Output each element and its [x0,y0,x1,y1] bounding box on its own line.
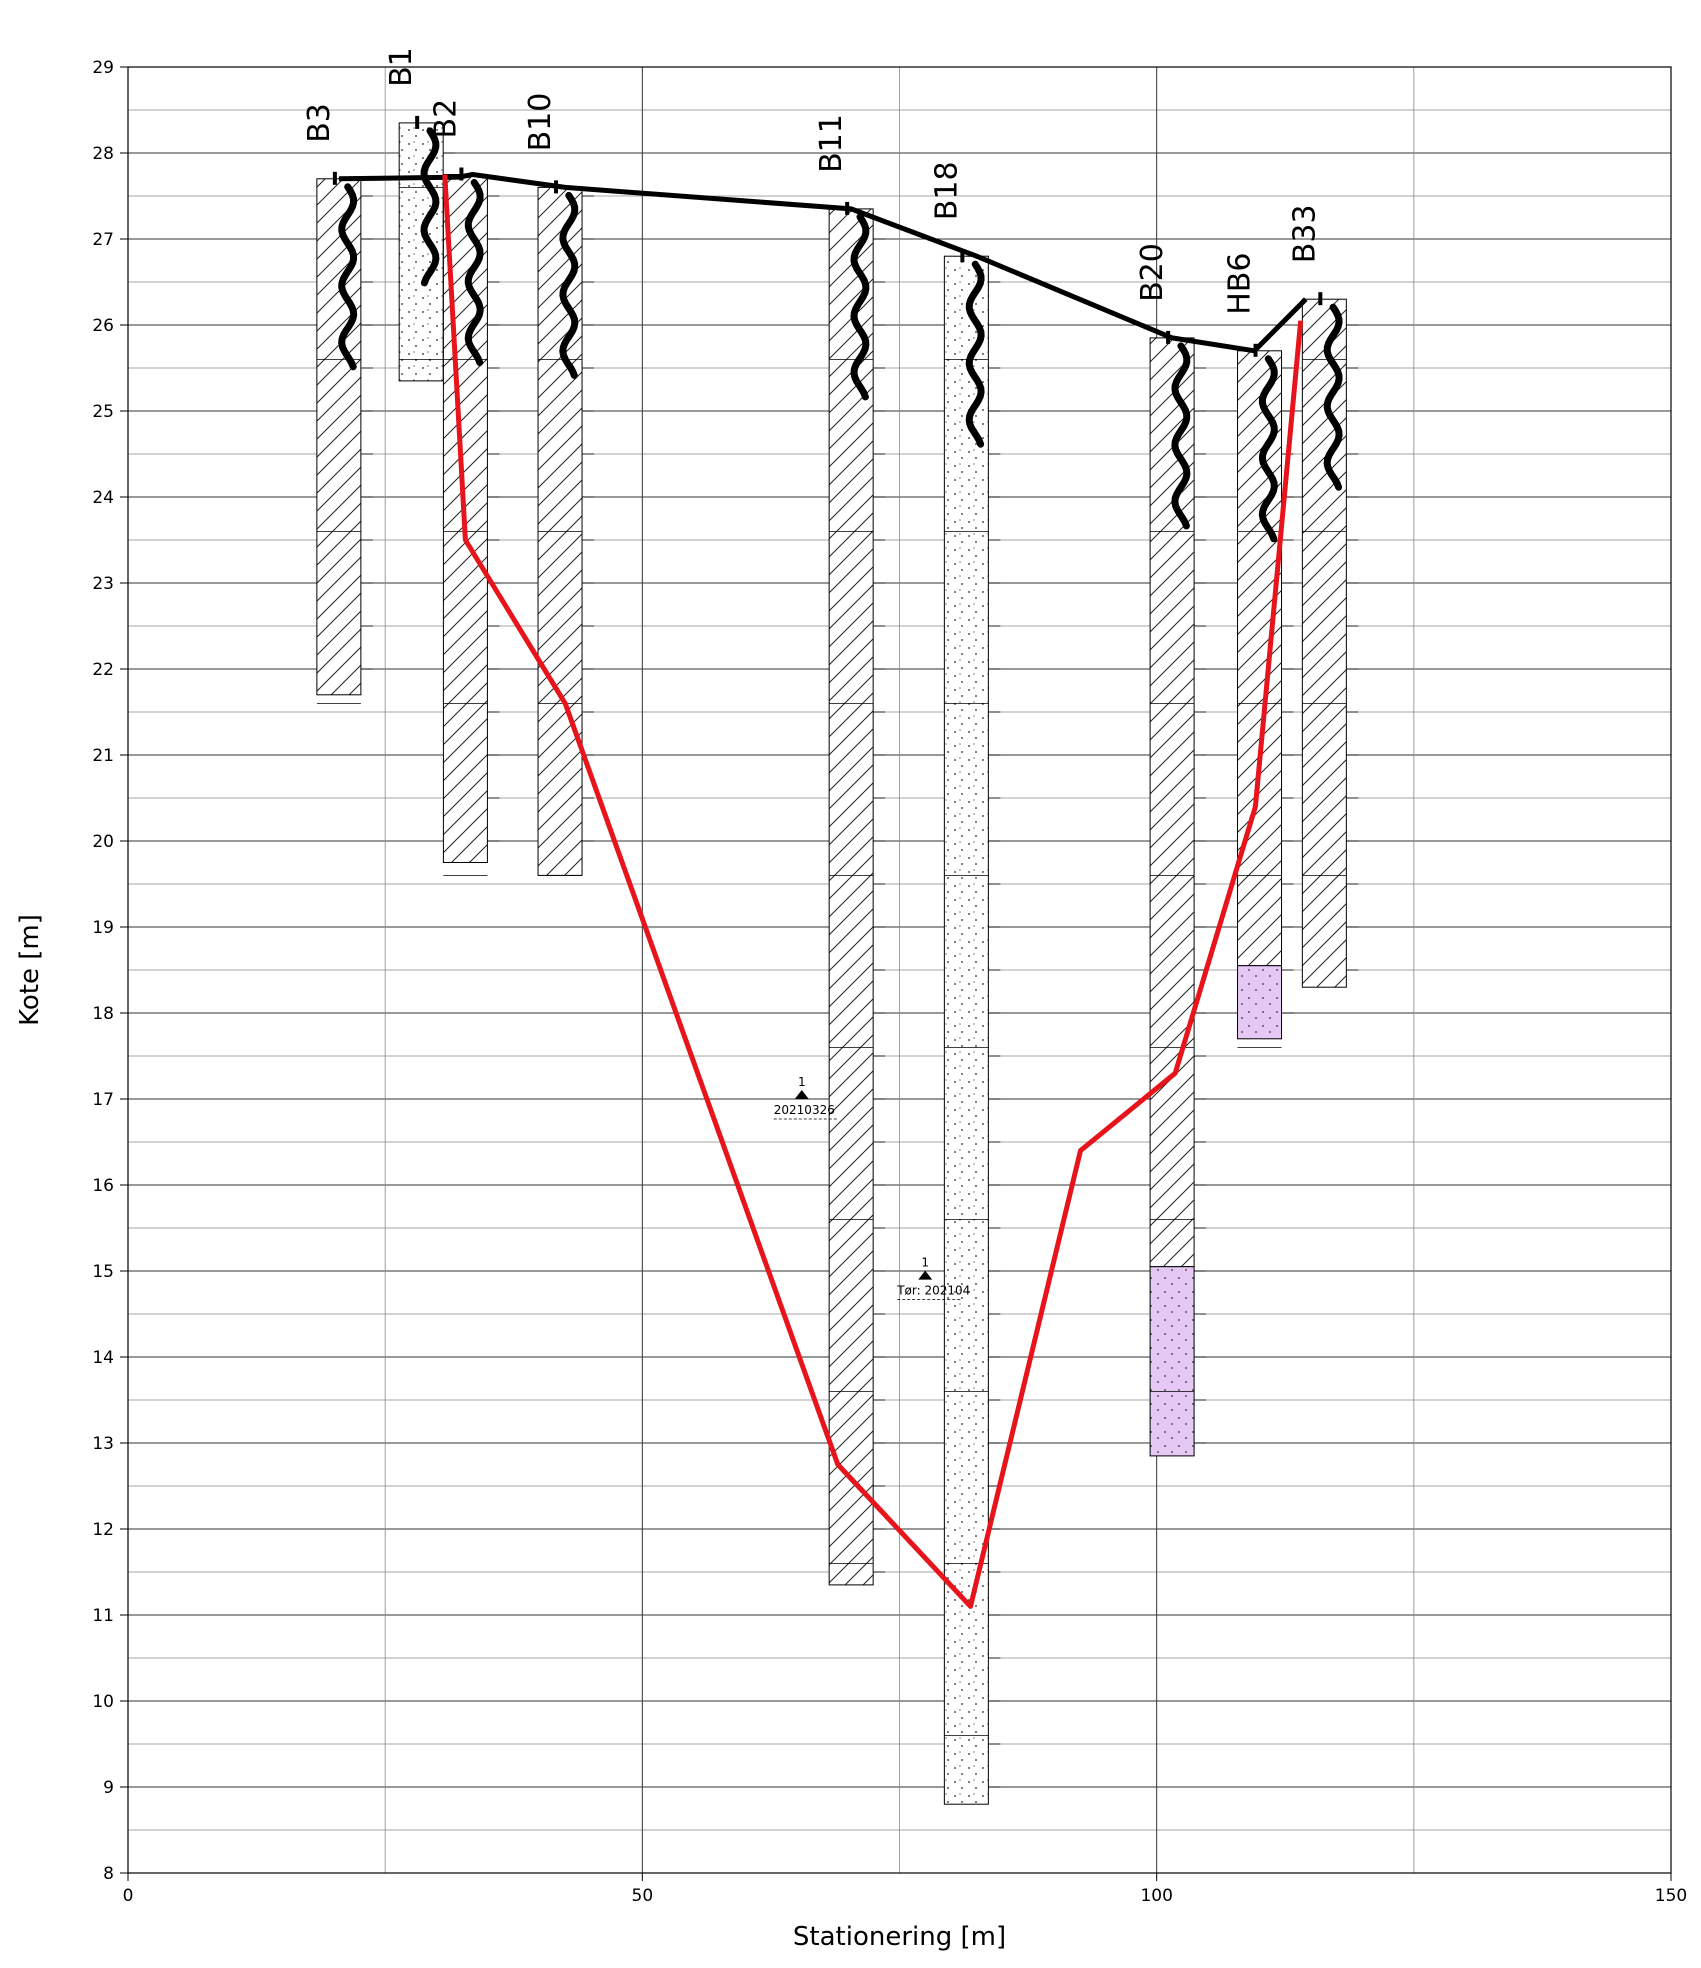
water-level-text: Tør: 202104 [896,1284,970,1298]
borehole-label: B1 [384,47,419,87]
y-tick-label: 21 [92,746,114,766]
borehole: HB6 [1223,253,1294,1048]
borehole-organic-symbol [420,127,440,287]
borehole-column [1301,298,1347,988]
water-level-text: 20210326 [774,1103,835,1117]
x-tick-label: 0 [123,1886,134,1906]
borehole-organic-symbol [965,260,985,448]
x-axis-label: Stationering [m] [793,1922,1006,1952]
borehole-label: B3 [302,103,337,143]
borehole-label: B10 [523,93,558,152]
borehole-bedrock-layer [1149,1266,1195,1457]
y-tick-label: 19 [92,918,114,938]
borehole-organic-symbol [464,179,484,366]
y-tick-label: 26 [92,316,114,336]
y-axis-label: Kote [m] [15,914,45,1026]
terrain-line [338,172,1308,354]
water-level-annotation: 1 20210326 [773,1075,838,1120]
borehole: B1 [384,47,456,382]
borehole-label: B18 [929,161,964,220]
borehole: B18 [929,161,1001,1805]
y-tick-label: 25 [92,402,114,422]
borehole-organic-symbol [1171,342,1191,530]
borehole-label: B11 [814,114,849,173]
borehole: B33 [1287,204,1359,988]
y-tick-label: 22 [92,660,114,680]
axes: 8910111213141516171819202122232425262728… [92,58,1687,1906]
borehole-bedrock-layer [1237,965,1283,1040]
borehole-organic-symbol [338,183,358,371]
borehole: B3 [302,103,373,704]
borehole-organic-symbol [1323,303,1343,491]
borehole-label: B20 [1135,243,1170,302]
borehole-column [1149,337,1195,1268]
borehole-label: B33 [1287,204,1322,263]
y-tick-label: 18 [92,1004,114,1024]
grid [127,66,1672,1874]
borehole-column [828,208,874,1586]
borehole-label: HB6 [1223,253,1258,315]
borehole-organic-symbol [1258,355,1278,543]
y-tick-label: 28 [92,144,114,164]
red-profile-line [442,174,1304,1609]
borehole-organic-symbol [559,191,579,379]
profile-lines [338,172,1308,1609]
y-tick-label: 12 [92,1520,114,1540]
water-level-number: 1 [798,1075,806,1089]
y-tick-label: 20 [92,832,114,852]
y-tick-label: 8 [103,1864,114,1884]
y-tick-label: 11 [92,1606,114,1626]
borehole: B11 [814,114,886,1586]
plot-frame [127,66,1672,1874]
borehole: B10 [523,93,595,876]
borehole-label: B2 [428,99,463,139]
y-tick-label: 27 [92,230,114,250]
water-level-number: 1 [921,1256,929,1270]
y-tick-label: 24 [92,488,114,508]
borehole-organic-symbol [850,213,870,401]
borehole: B20 [1135,243,1207,1457]
x-tick-label: 150 [1655,1886,1687,1906]
water-level-marker [794,1090,809,1099]
borehole-column [943,255,989,1805]
borehole-column [1237,350,1283,967]
y-tick-label: 9 [103,1778,114,1798]
x-tick-label: 100 [1140,1886,1172,1906]
y-tick-label: 17 [92,1090,114,1110]
y-tick-label: 29 [92,58,114,78]
x-tick-label: 50 [632,1886,654,1906]
y-tick-label: 10 [92,1692,114,1712]
y-tick-label: 23 [92,574,114,594]
y-tick-label: 15 [92,1262,114,1282]
y-tick-label: 14 [92,1348,114,1368]
y-tick-label: 16 [92,1176,114,1196]
y-tick-label: 13 [92,1434,114,1454]
water-level-marker [918,1270,933,1280]
